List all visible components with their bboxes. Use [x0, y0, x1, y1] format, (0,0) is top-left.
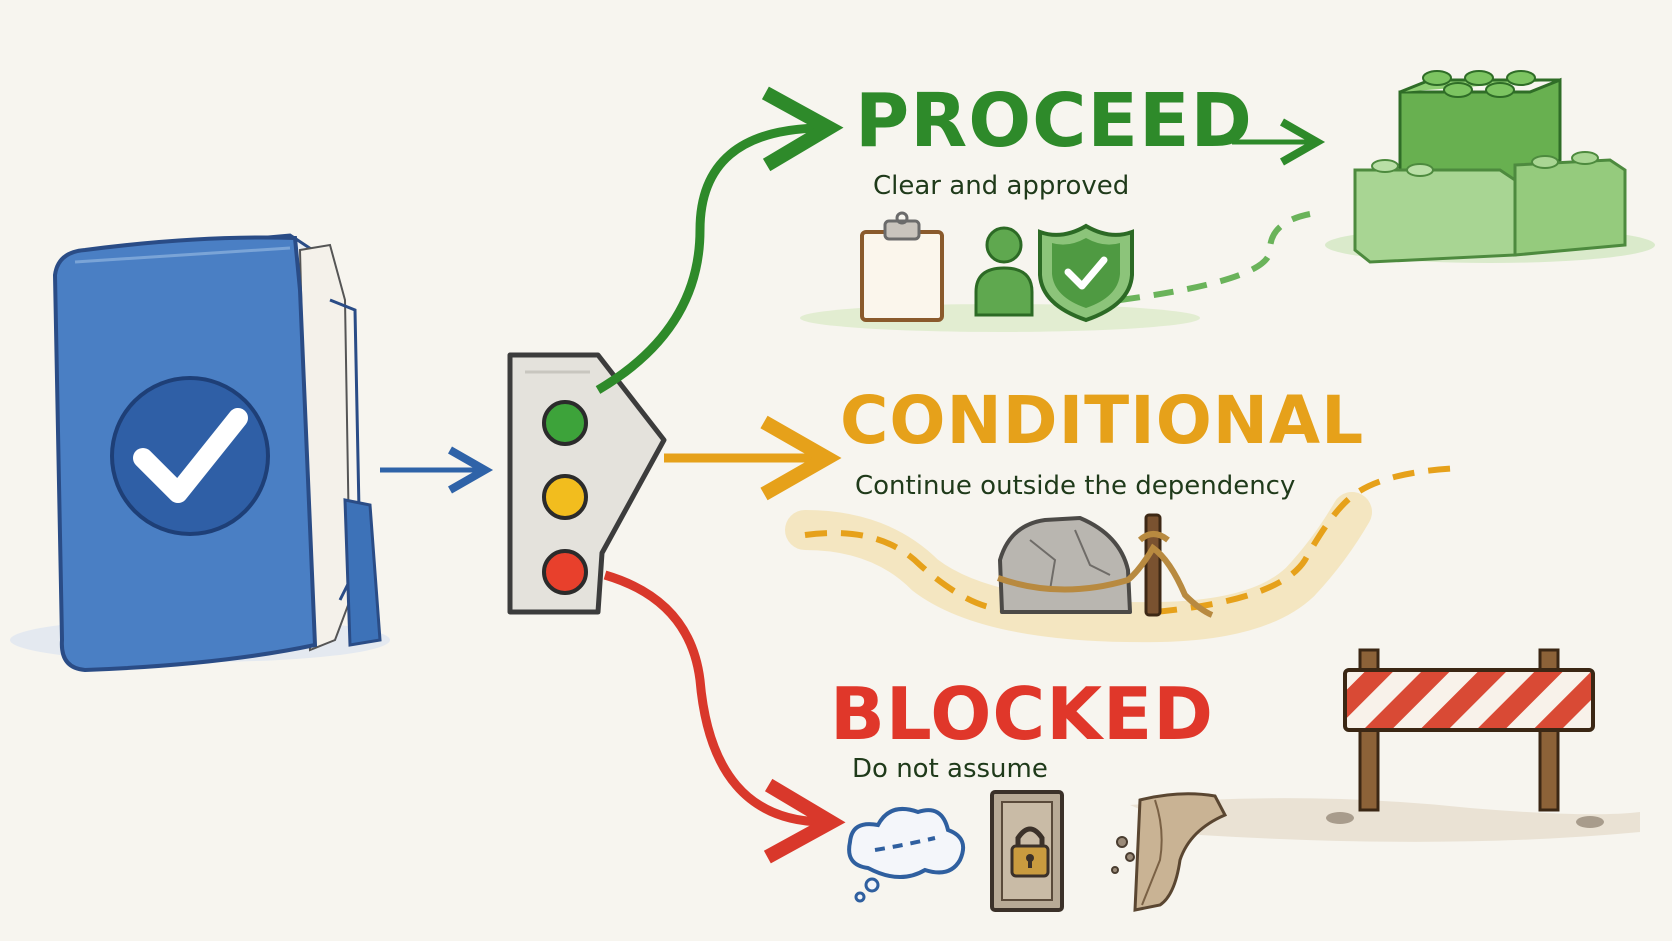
blocked-subtitle: Do not assume — [852, 754, 1048, 784]
barrier-icon — [1326, 648, 1604, 828]
conditional-title: CONDITIONAL — [840, 382, 1365, 459]
conditional-subtitle: Continue outside the dependency — [855, 471, 1296, 501]
locked-door-icon — [990, 790, 1064, 912]
blocked-ground — [1130, 798, 1640, 842]
checked-folder-icon — [10, 233, 390, 673]
proceed-arrow — [595, 86, 844, 394]
clipboard-icon — [860, 211, 944, 322]
dashed-path-icon — [804, 465, 1461, 615]
crumbling-cliff-icon — [1111, 792, 1228, 912]
shield-check-icon — [1038, 223, 1134, 323]
sand-trail — [785, 492, 1372, 643]
roped-rock-icon — [996, 513, 1214, 618]
proceed-trail — [1119, 211, 1311, 303]
building-blocks-icon — [1325, 70, 1655, 264]
person-icon — [974, 226, 1034, 317]
traffic-light-icon — [507, 352, 667, 615]
blocked-title: BLOCKED — [830, 672, 1214, 756]
thought-cloud-icon — [847, 807, 965, 903]
proceed-subtitle: Clear and approved — [873, 171, 1130, 201]
proceed-title: PROCEED — [855, 78, 1253, 164]
blocked-arrow — [603, 570, 846, 864]
